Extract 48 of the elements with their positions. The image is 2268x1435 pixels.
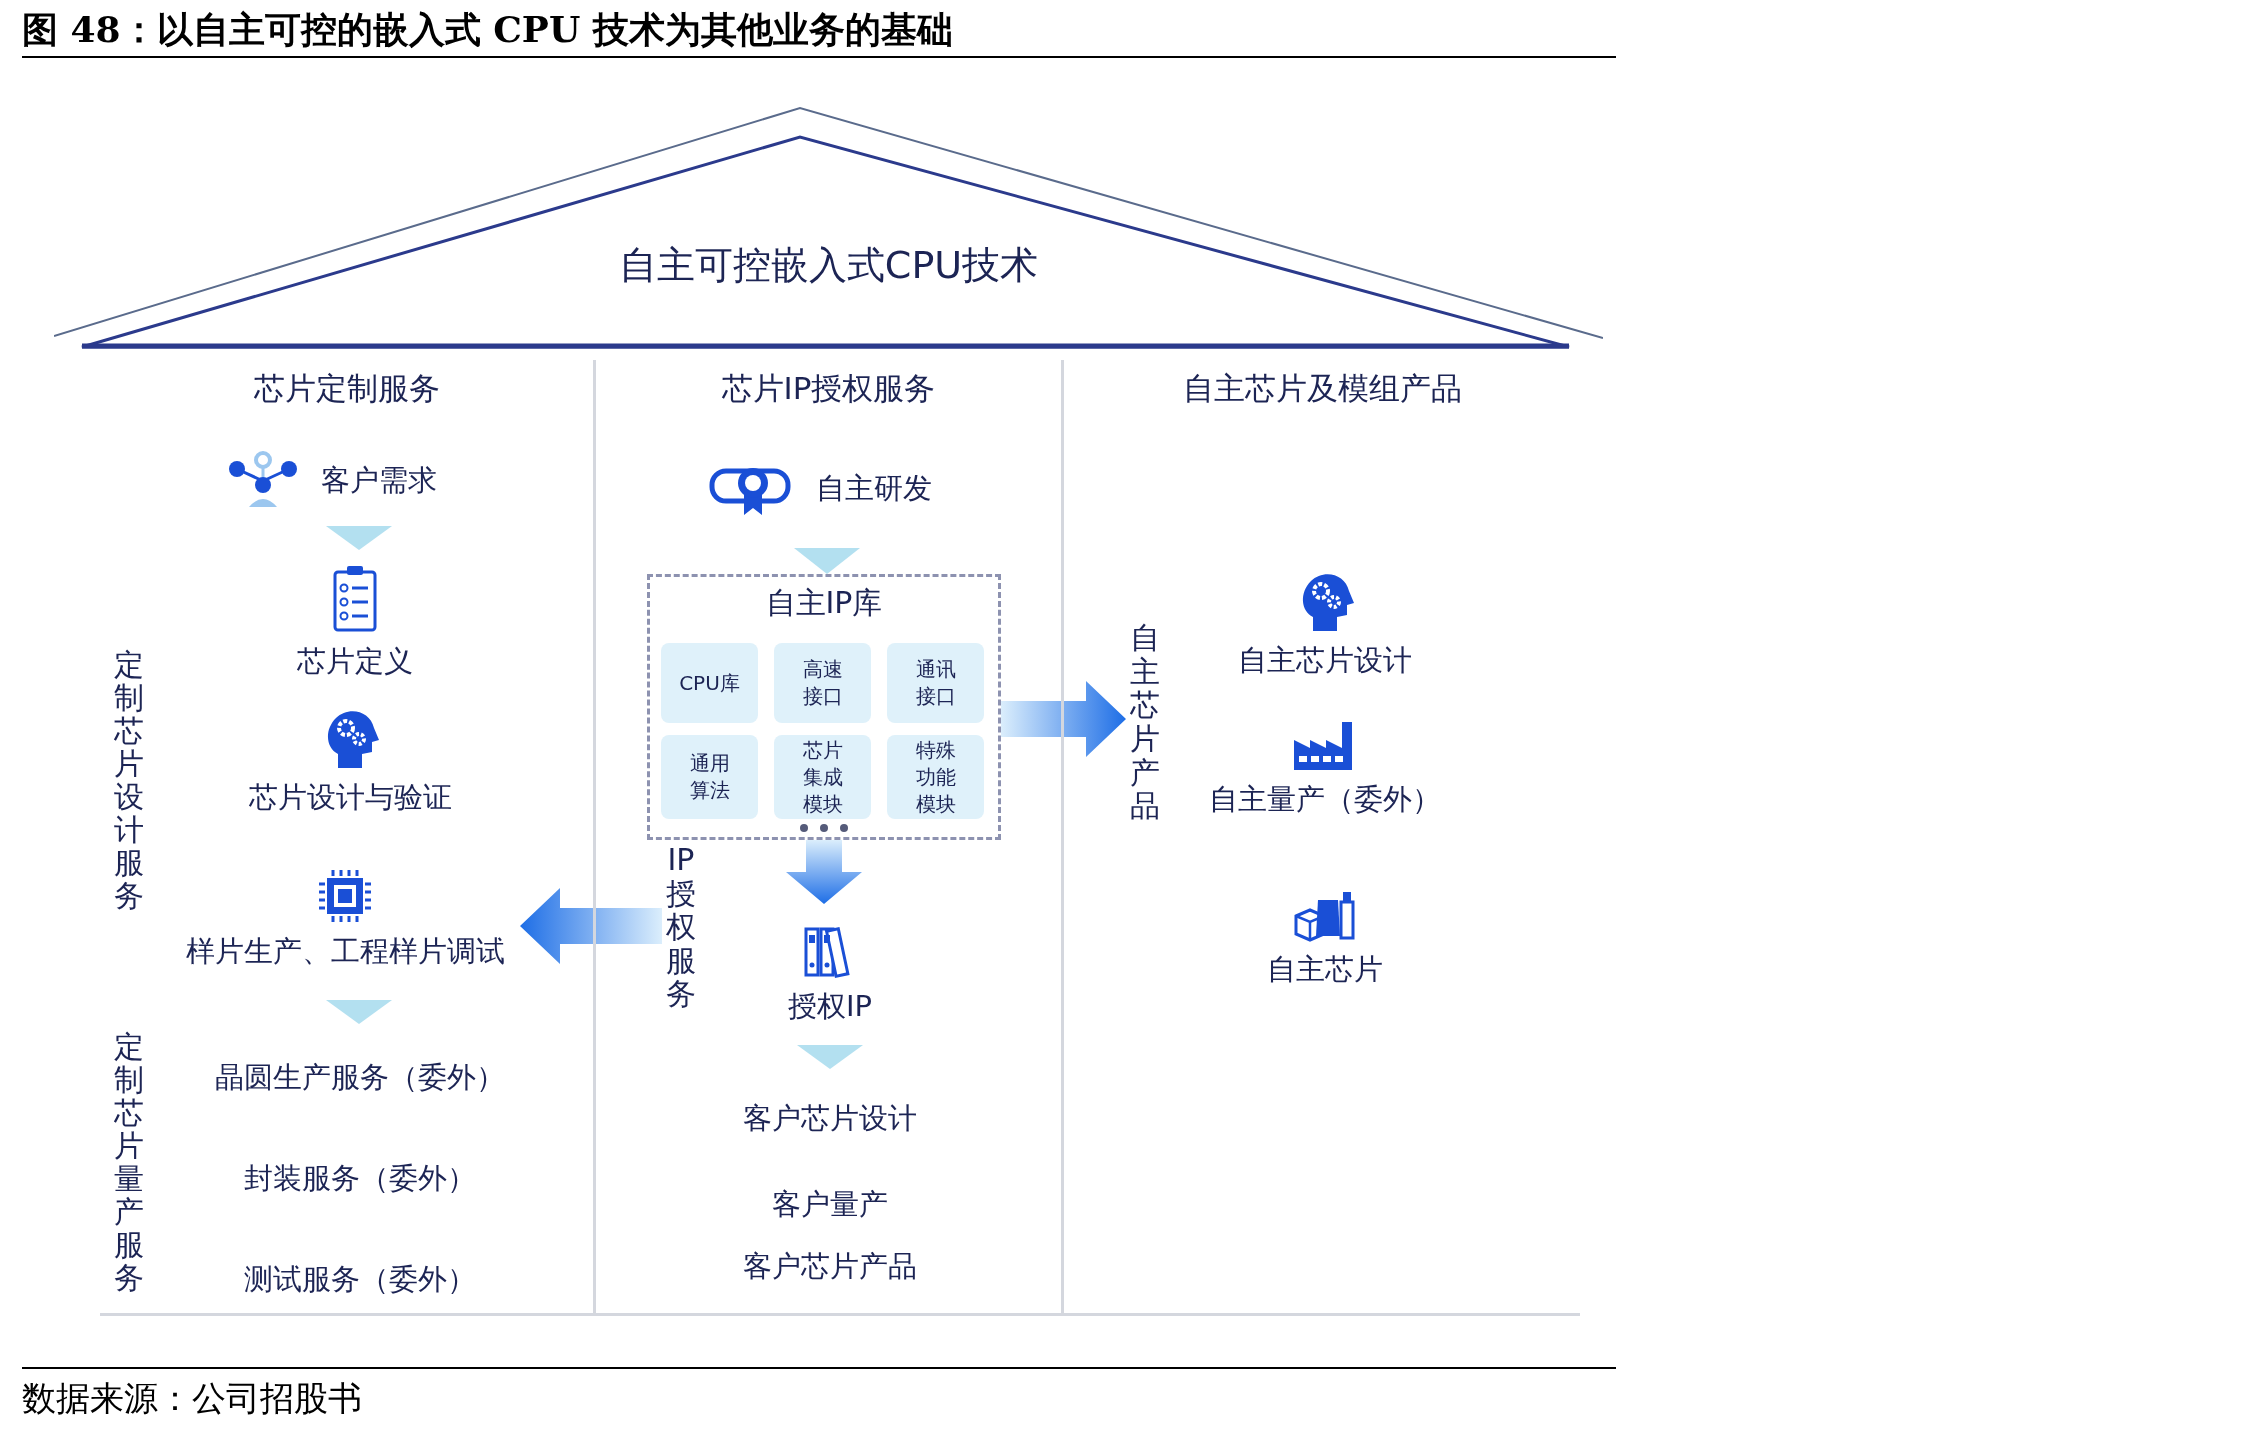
module-tile xyxy=(661,643,758,723)
module-tile xyxy=(774,735,871,819)
column-panel xyxy=(596,360,1064,1316)
step-text: 客户芯片产品 xyxy=(743,1248,917,1285)
step-text: 自主研发 xyxy=(816,470,932,507)
dashed-box xyxy=(647,574,1001,840)
step-text: 客户芯片设计 xyxy=(743,1100,917,1137)
column-heading: 自主芯片及模组产品 xyxy=(1181,369,1463,408)
column-panel xyxy=(100,360,596,1316)
chevron-arrow xyxy=(326,1000,392,1024)
tile-label: 特殊功能模块 xyxy=(914,736,957,818)
roof-title: 自主可控嵌入式CPU技术 xyxy=(617,242,1040,289)
module-tile xyxy=(774,643,871,723)
step-text: 晶圆生产服务（委外） xyxy=(215,1059,505,1096)
module-tile xyxy=(661,735,758,819)
vertical-label: 自主芯片产品 xyxy=(1129,621,1161,823)
box-title: 自主IP库 xyxy=(765,584,883,622)
step-text: 客户需求 xyxy=(321,462,437,499)
step-text: 芯片定义 xyxy=(297,643,413,680)
chevron-arrow xyxy=(326,526,392,550)
step-text: 封装服务（委外） xyxy=(244,1160,476,1197)
source-caption: 数据来源：公司招股书 xyxy=(22,1377,362,1420)
vertical-label: IP授权服务 xyxy=(665,843,697,1011)
column-heading: 芯片定制服务 xyxy=(252,369,441,408)
step-text: 样片生产、工程样片调试 xyxy=(185,933,505,970)
tile-label: 通用算法 xyxy=(688,750,731,804)
column-heading: 芯片IP授权服务 xyxy=(720,369,937,408)
block-arrow xyxy=(786,840,862,904)
chevron-arrow xyxy=(794,548,860,574)
tile-label: 高速接口 xyxy=(801,656,844,710)
module-tile xyxy=(887,643,984,723)
step-text: 自主量产（委外） xyxy=(1209,780,1441,818)
step-text: 授权IP xyxy=(787,987,872,1025)
step-text: 自主芯片设计 xyxy=(1238,642,1412,679)
step-text: 测试服务（委外） xyxy=(244,1261,476,1298)
block-arrow xyxy=(1001,681,1126,757)
tile-label: 芯片集成模块 xyxy=(801,736,844,818)
step-text: 芯片设计与验证 xyxy=(248,779,452,816)
tile-label: 通讯接口 xyxy=(914,656,957,710)
step-text: 客户量产 xyxy=(772,1186,888,1223)
step-text: 自主芯片 xyxy=(1267,951,1383,988)
tile-label: CPU库 xyxy=(678,669,741,697)
module-tile xyxy=(887,735,984,819)
chevron-arrow xyxy=(797,1045,863,1069)
figure-title: 图 48：以自主可控的嵌入式 CPU 技术为其他业务的基础 xyxy=(22,7,953,52)
side-label: 定制芯片设计服务 xyxy=(112,648,145,912)
side-label: 定制芯片量产服务 xyxy=(112,1030,145,1294)
block-arrow xyxy=(520,888,662,964)
